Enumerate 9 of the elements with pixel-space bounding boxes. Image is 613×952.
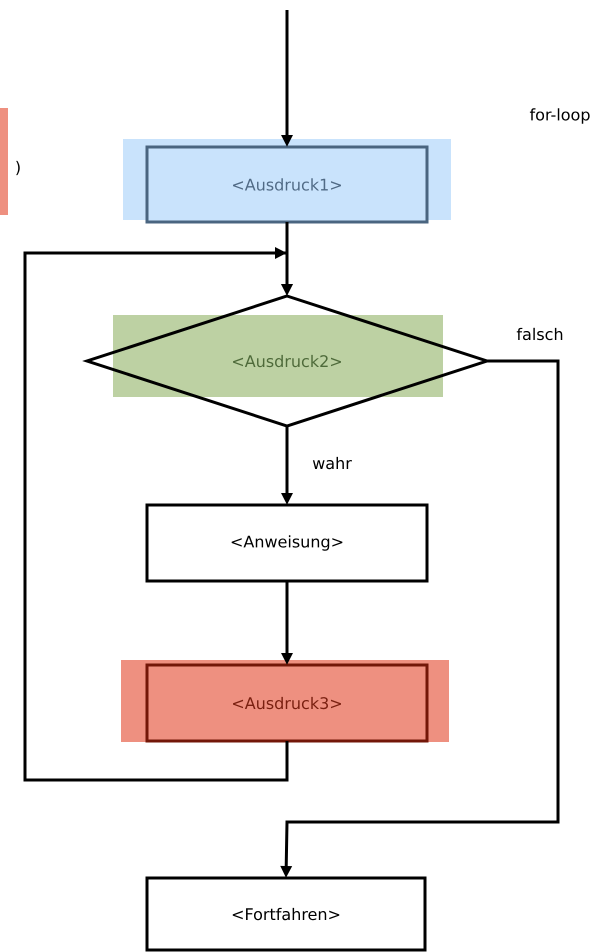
edge-label: falsch <box>515 326 565 342</box>
arrow <box>24 247 293 782</box>
edge-label: wahr <box>311 456 353 470</box>
process-box: <Ausdruck1> <box>123 139 451 224</box>
process-box: <Fortfahren> <box>146 876 426 952</box>
process-box: <Ausdruck3> <box>121 660 449 742</box>
closing-parenthesis: ) <box>16 160 20 176</box>
process-box: <Anweisung> <box>146 504 428 582</box>
diagram-title: for-loop <box>530 108 590 124</box>
